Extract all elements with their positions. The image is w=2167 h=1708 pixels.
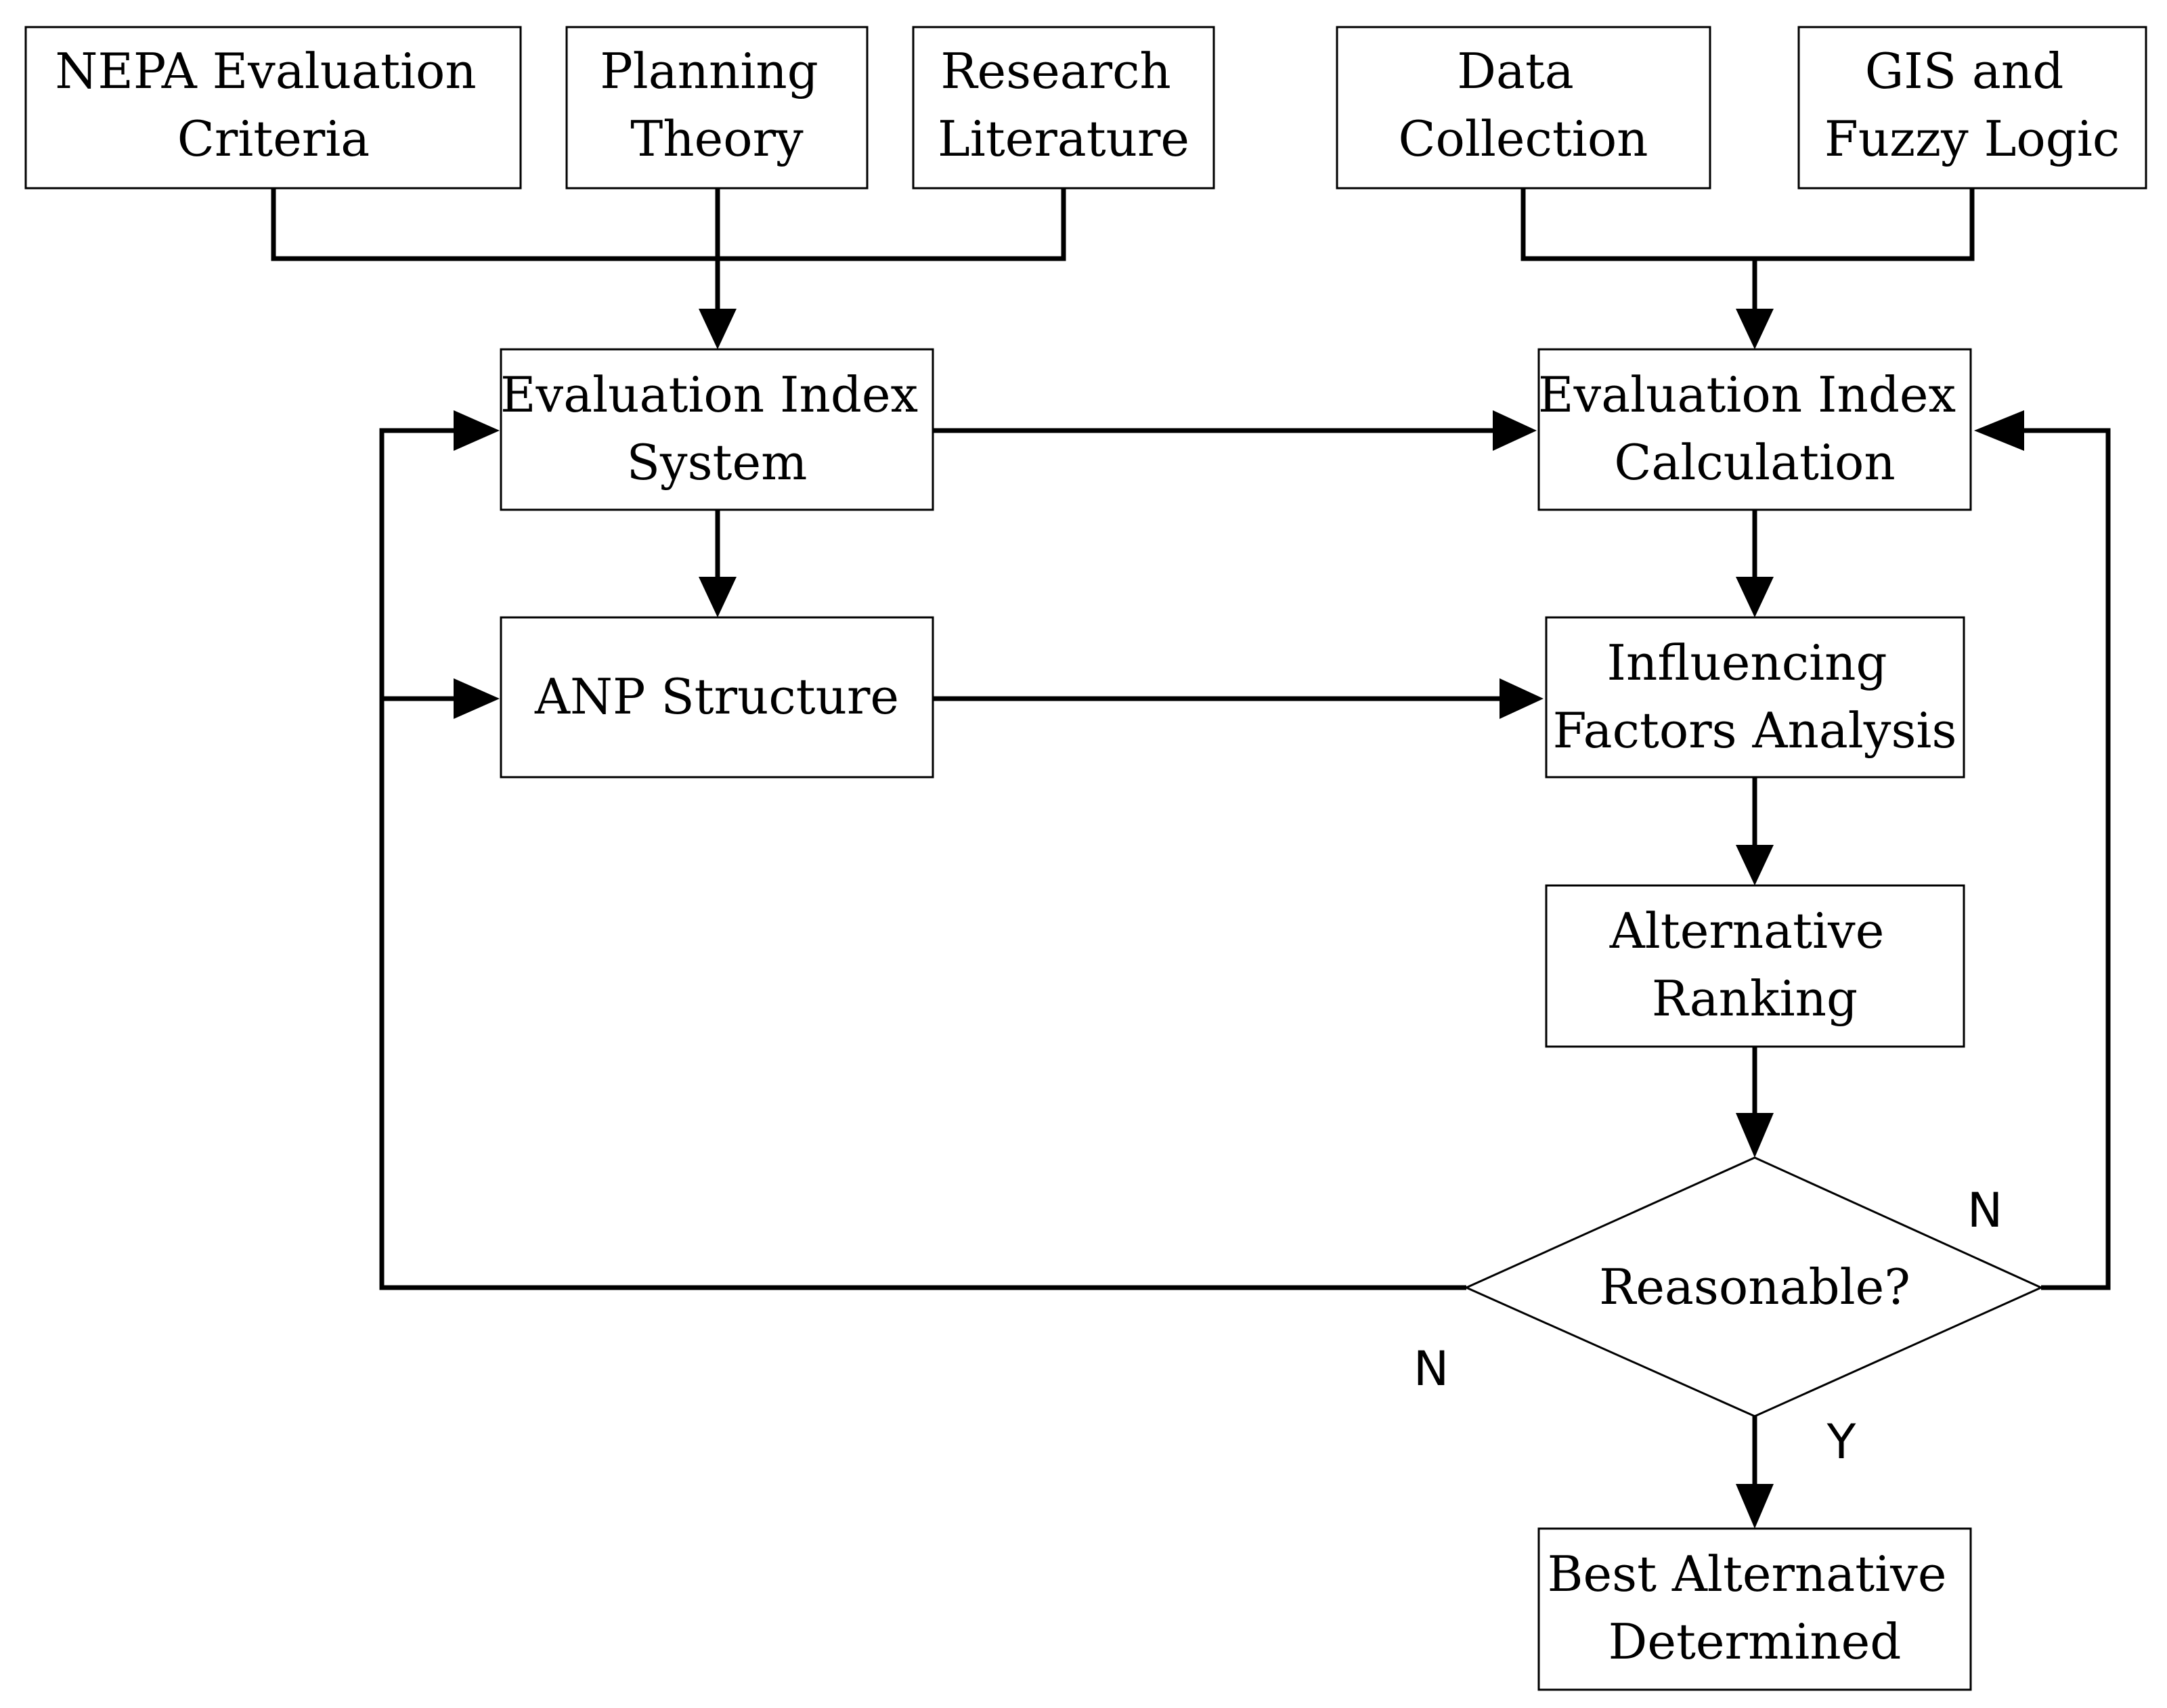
box-labels: NEPA Evaluation Criteria Planning Theory… [55,43,2120,1670]
arrowheads [454,309,2024,1529]
arrow-system-to-calc [1493,410,1537,451]
label-research-literature: Research Literature [938,43,1189,167]
box-anp-structure [500,616,934,779]
edge-label-no-right: N [1967,1183,2002,1238]
edge-labels: N N Y [1414,1183,2002,1470]
arrow-into-index-system [699,309,737,349]
edge-label-yes: Y [1826,1414,1856,1470]
edge-label-no-left: N [1414,1341,1449,1397]
box-index-system [500,348,934,511]
label-nepa-criteria: NEPA Evaluation Criteria [55,43,491,167]
edge-sources-merge-left [271,188,1066,261]
box-nepa-criteria [24,26,522,190]
edge-feedback-left [379,428,1466,1290]
arrow-feedback-to-anp [454,678,500,719]
box-data-collection [1336,26,1711,190]
box-factors-analysis [1545,616,1965,779]
box-research-literature [912,26,1215,190]
label-reasonable: Reasonable? [1599,1258,1910,1315]
arrow-feedback-to-system [454,410,500,451]
boxes [24,26,2147,1691]
label-index-calculation: Evaluation Index Calculation [1538,366,1971,491]
label-data-collection: Data Collection [1398,43,1648,167]
arrow-anp-to-factors [1500,678,1544,719]
arrow-system-to-anp [699,577,737,617]
arrow-calc-to-factors [1736,577,1774,617]
label-anp-structure: ANP Structure [534,668,899,725]
label-planning-theory: Planning Theory [600,43,834,167]
label-best-alternative: Best Alternative Determined [1548,1546,1963,1670]
label-factors-analysis: Influencing Factors Analysis [1553,634,1957,759]
arrow-factors-to-ranking [1736,845,1774,885]
label-alternative-ranking: Alternative Ranking [1609,902,1900,1027]
arrow-into-index-calc [1736,309,1774,349]
box-alternative-ranking [1545,884,1965,1048]
decision-reasonable [1464,1156,2044,1418]
box-index-calculation [1537,348,1972,511]
label-index-system: Evaluation Index System [500,366,934,491]
box-best-alternative [1537,1527,1972,1691]
arrow-feedback-to-calc [1974,410,2024,451]
label-gis-fuzzy: GIS and Fuzzy Logic [1824,43,2120,167]
edge-sources-merge-right [1520,188,1975,261]
edge-feedback-right [2024,428,2111,1290]
arrow-decision-to-best [1736,1484,1774,1529]
arrow-ranking-to-decision [1736,1113,1774,1158]
box-planning-theory [565,26,869,190]
connectors [271,188,2111,1484]
box-gis-fuzzy [1797,26,2147,190]
